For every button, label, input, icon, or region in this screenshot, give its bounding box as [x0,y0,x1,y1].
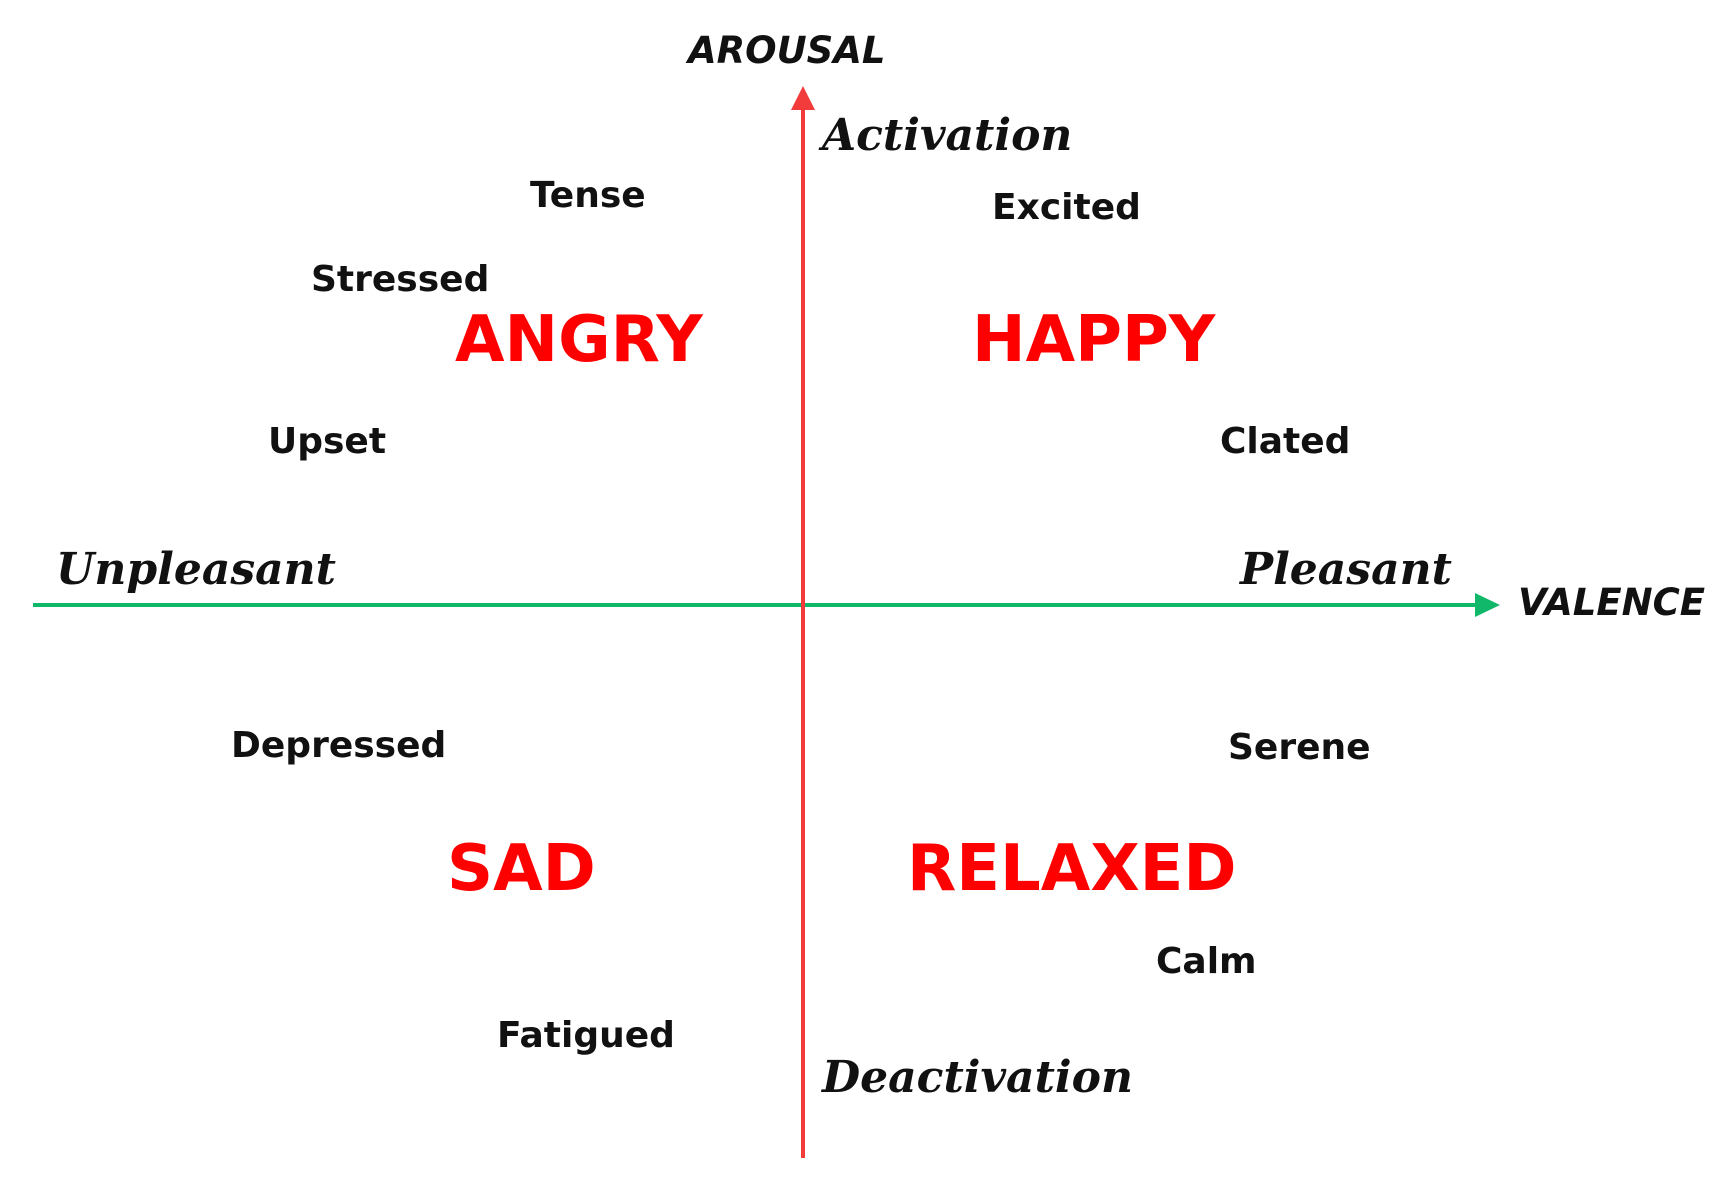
emotion-serene: Serene [1228,727,1371,768]
pleasant-label: Pleasant [1240,544,1452,595]
quadrant-angry: ANGRY [455,303,703,377]
emotion-stressed: Stressed [311,259,490,300]
arousal-axis-title: AROUSAL [688,29,886,72]
quadrant-happy: HAPPY [972,303,1216,377]
arousal-arrow-head [791,86,815,110]
emotion-clated: Clated [1220,421,1351,462]
emotion-tense: Tense [530,175,646,216]
valence-axis-title: VALENCE [1518,581,1706,624]
emotion-fatigued: Fatigued [497,1015,675,1056]
unpleasant-label: Unpleasant [56,544,336,595]
valence-arrow-head [1475,593,1500,617]
activation-label: Activation [822,110,1073,161]
emotion-depressed: Depressed [231,725,447,766]
deactivation-label: Deactivation [822,1052,1133,1103]
emotion-calm: Calm [1156,941,1257,982]
quadrant-sad: SAD [447,832,596,906]
emotion-upset: Upset [268,421,387,462]
quadrant-relaxed: RELAXED [907,832,1237,906]
emotion-excited: Excited [992,187,1141,228]
